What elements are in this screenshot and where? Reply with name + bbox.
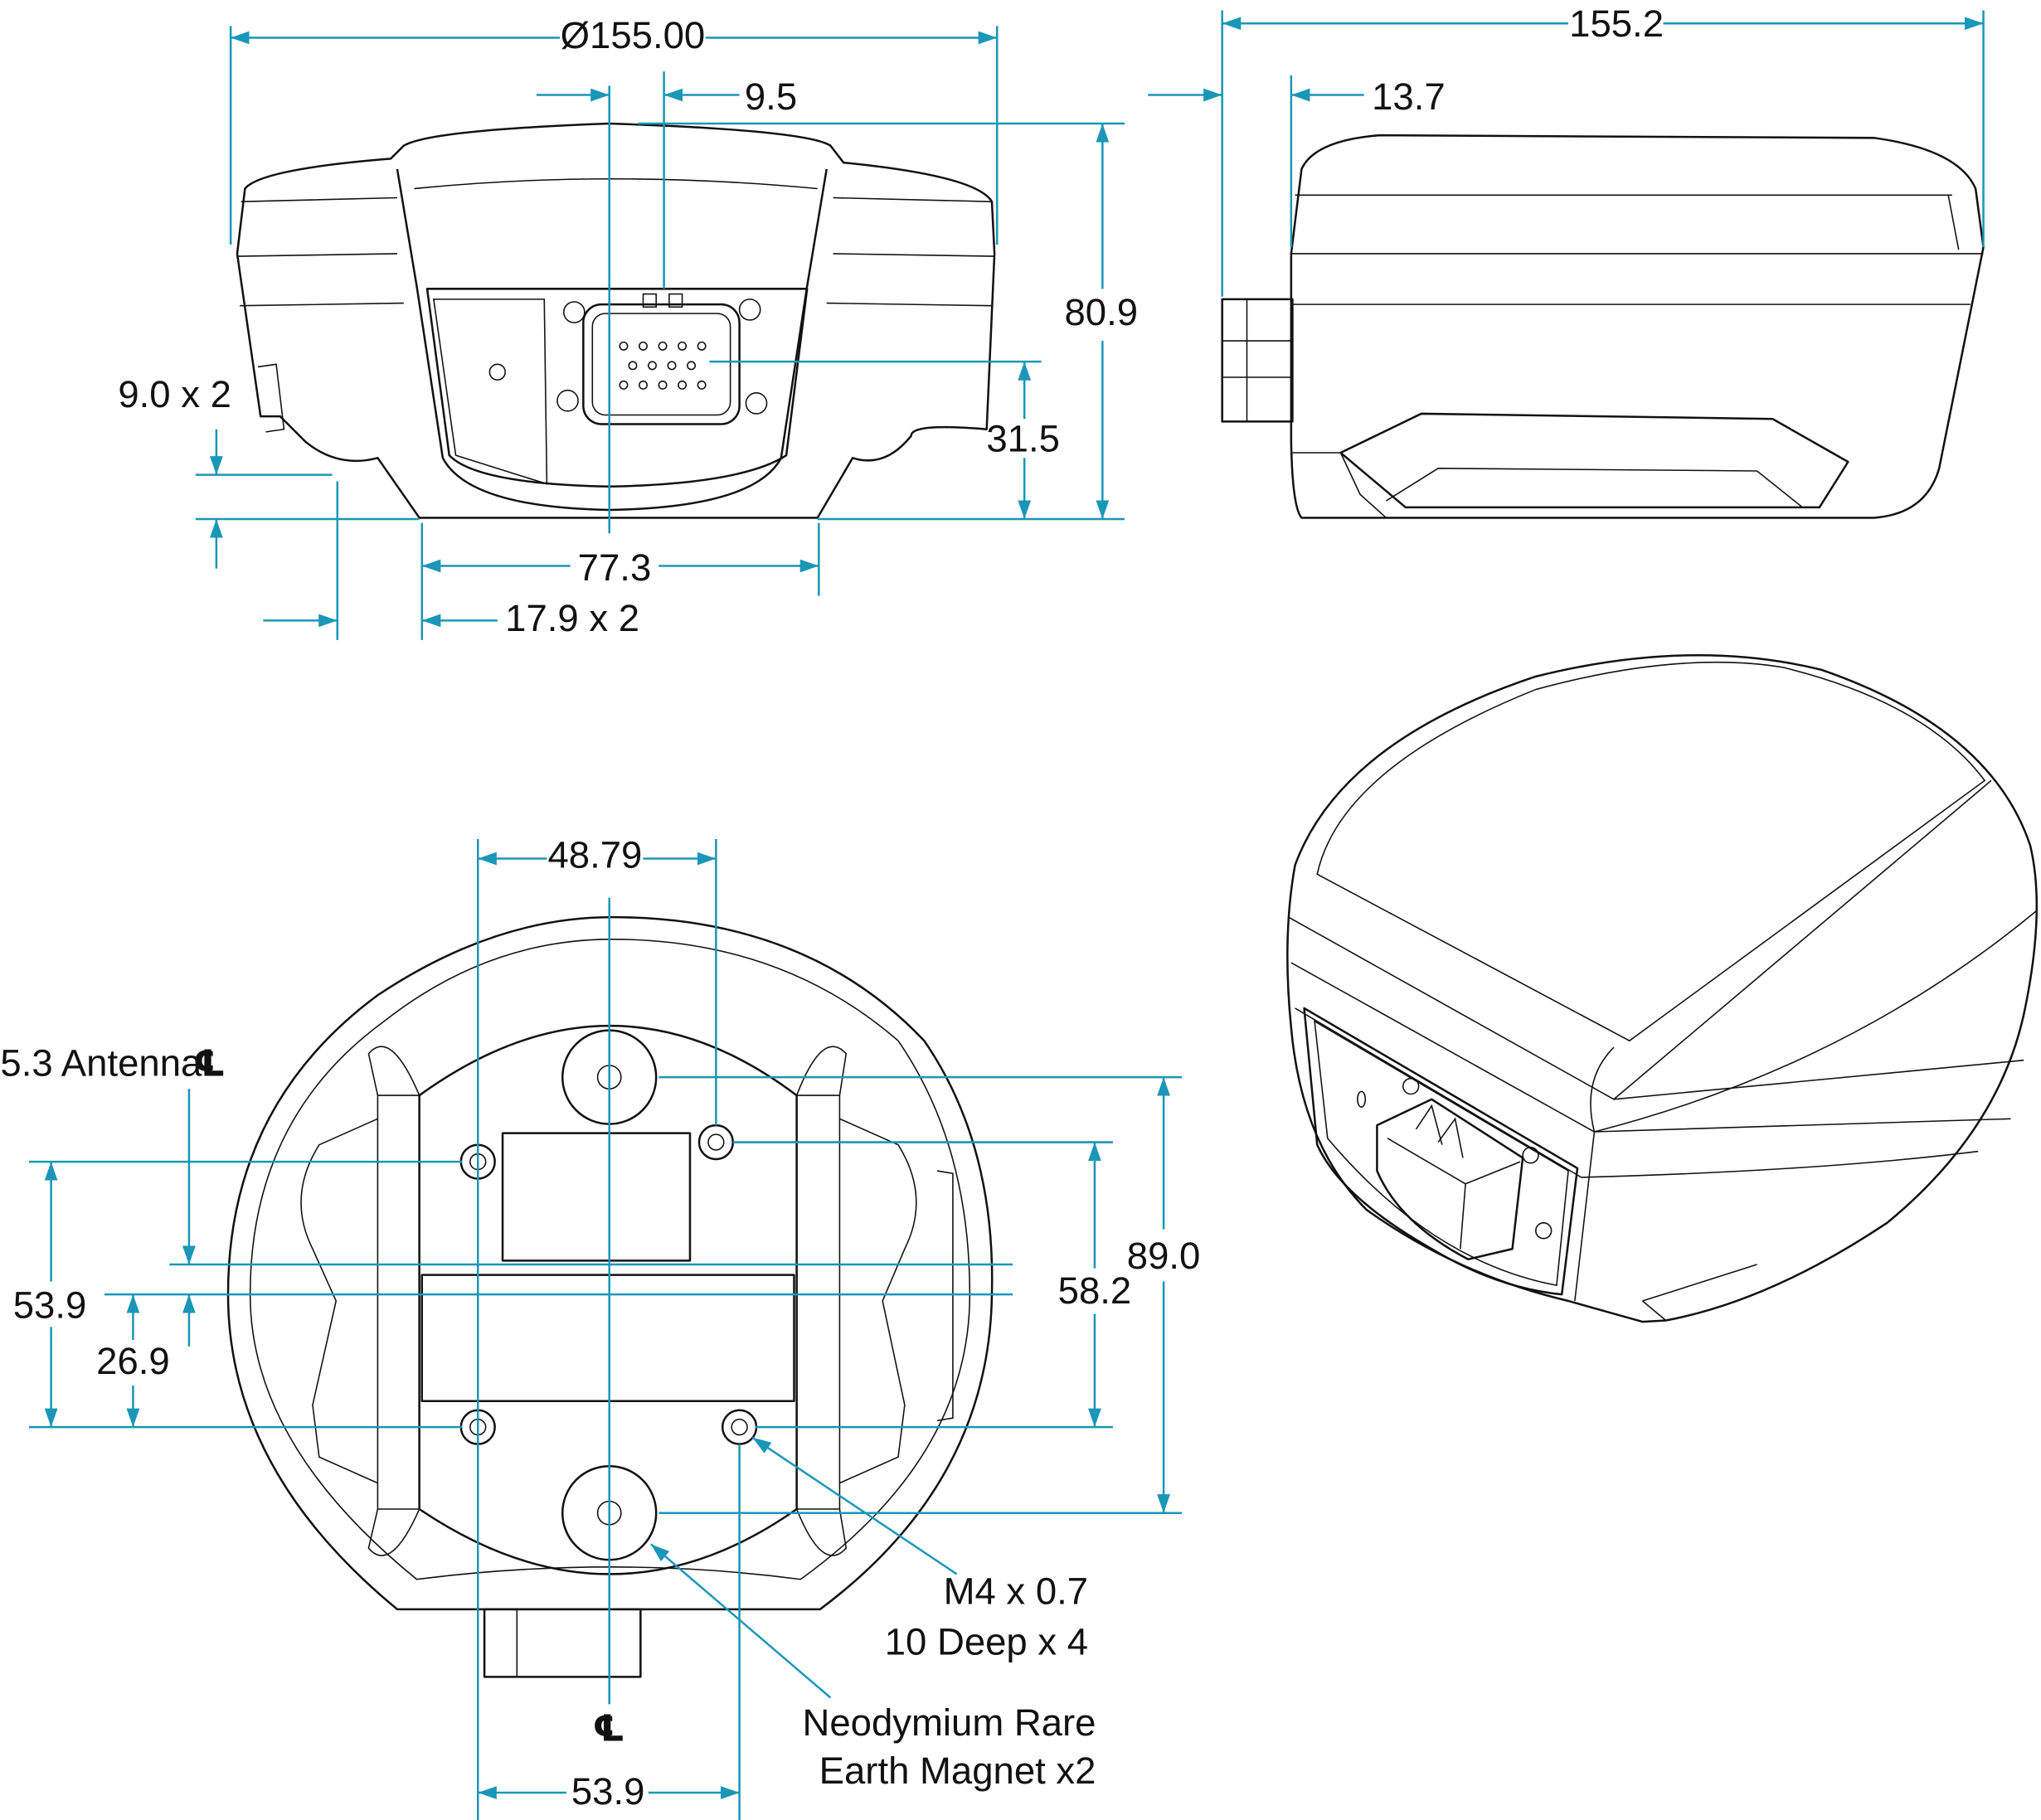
length-label: 155.2: [1569, 2, 1664, 45]
thread-note-line1: M4 x 0.7: [944, 1570, 1089, 1613]
connector-height-label: 31.5: [986, 417, 1060, 459]
side-view: [1221, 133, 1985, 519]
front-view-dimensions: Ø155.00 9.5 80.9 31.5 9.0 x 2 77.3 17.9 …: [118, 14, 1138, 640]
centerline-symbol-bottom: ℄: [592, 1707, 624, 1750]
thread-note-line2: 10 Deep x 4: [885, 1621, 1088, 1663]
magnet-note-line1: Neodymium Rare: [802, 1701, 1096, 1744]
diameter-label: Ø155.00: [561, 14, 706, 56]
hole-spacing-top-label: 48.79: [548, 834, 643, 876]
offset-label: 9.5: [745, 75, 797, 118]
foot-width-label: 17.9 x 2: [505, 597, 639, 639]
connector-depth-label: 13.7: [1372, 75, 1446, 118]
bottom-view: [226, 915, 994, 1678]
bottom-view-dimensions: 48.79 5.3 Antenna ℄ 53.9 26.9 58.2 89.0 …: [0, 834, 1200, 1820]
antenna-offset-label: 26.9: [96, 1340, 170, 1382]
foot-height-label: 9.0 x 2: [118, 373, 231, 415]
antenna-label: 5.3 Antenna: [0, 1042, 202, 1085]
centerline-symbol: ℄: [193, 1043, 226, 1085]
isometric-view: [1286, 653, 2039, 1323]
inner-hole-vertical-label: 58.2: [1058, 1269, 1132, 1312]
magnet-note-line2: Earth Magnet x2: [819, 1750, 1096, 1792]
height-label: 80.9: [1064, 291, 1138, 333]
front-view: [236, 122, 996, 519]
base-width-label: 77.3: [578, 546, 652, 589]
magnet-spacing-label: 89.0: [1127, 1235, 1201, 1277]
hole-spacing-bottom-label: 53.9: [571, 1770, 645, 1813]
hole-vertical-label: 53.9: [13, 1284, 87, 1326]
side-view-dimensions: 155.2 13.7: [1148, 2, 1985, 297]
